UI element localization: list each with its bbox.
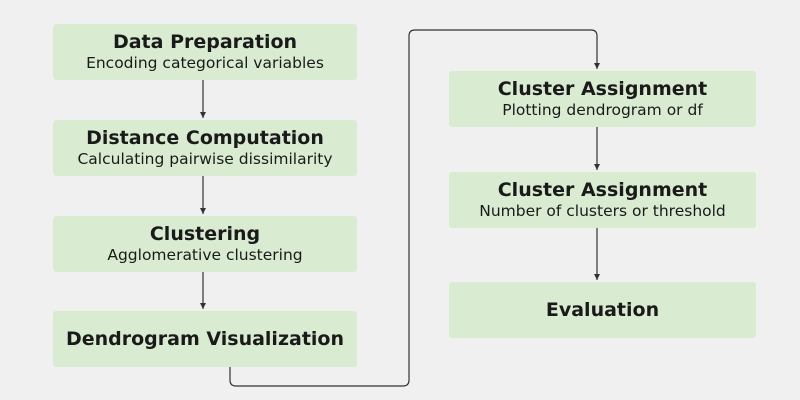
step-box-clustering: Clustering Agglomerative clustering — [53, 216, 357, 272]
arrow-step4-to-step5 — [229, 29, 600, 387]
step-title: Dendrogram Visualization — [65, 328, 345, 350]
step-subtitle: Encoding categorical variables — [86, 54, 324, 72]
step-title: Data Preparation — [112, 31, 298, 53]
step-subtitle: Number of clusters or threshold — [479, 202, 726, 220]
step-box-cluster-assignment-plotting: Cluster Assignment Plotting dendrogram o… — [449, 71, 756, 127]
step-subtitle: Agglomerative clustering — [107, 246, 303, 264]
step-box-dendrogram-visualization: Dendrogram Visualization — [53, 311, 357, 367]
step-subtitle: Plotting dendrogram or df — [502, 101, 703, 119]
step-box-distance-computation: Distance Computation Calculating pairwis… — [53, 120, 357, 176]
step-title: Evaluation — [545, 299, 660, 321]
step-title: Clustering — [149, 223, 261, 245]
step-title: Cluster Assignment — [497, 179, 708, 201]
step-box-cluster-assignment-threshold: Cluster Assignment Number of clusters or… — [449, 172, 756, 228]
step-title: Distance Computation — [86, 127, 324, 149]
step-title: Cluster Assignment — [497, 78, 708, 100]
step-box-data-preparation: Data Preparation Encoding categorical va… — [53, 24, 357, 80]
step-box-evaluation: Evaluation — [449, 282, 756, 338]
step-subtitle: Calculating pairwise dissimilarity — [77, 150, 333, 168]
